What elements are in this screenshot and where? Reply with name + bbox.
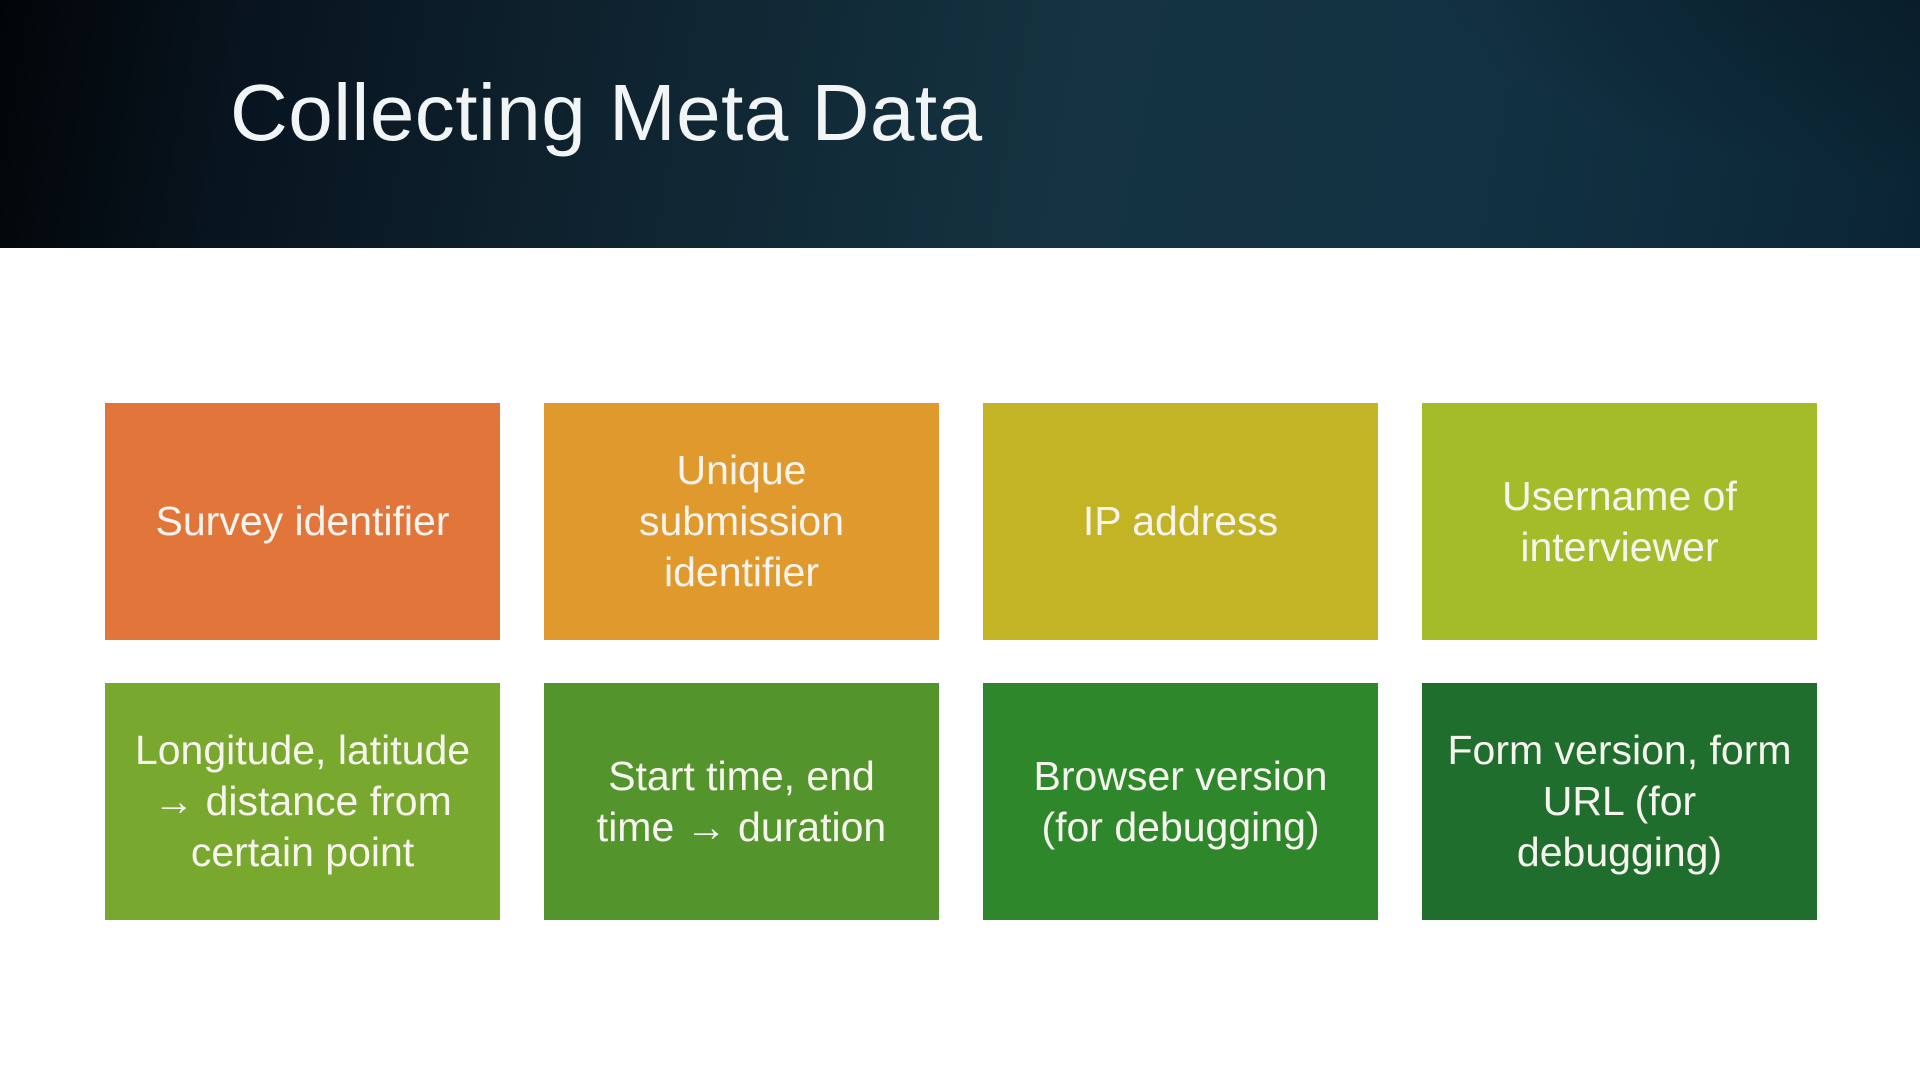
meta-box-5: Longitude, latitude → distance from cert… [105, 683, 500, 920]
meta-box-1: Survey identifier [105, 403, 500, 640]
meta-box-4: Username of interviewer [1422, 403, 1817, 640]
meta-box-3: IP address [983, 403, 1378, 640]
header-band: Collecting Meta Data [0, 0, 1920, 248]
meta-box-2: Unique submission identifier [544, 403, 939, 640]
meta-box-6: Start time, end time → duration [544, 683, 939, 920]
meta-box-8: Form version, form URL (for debugging) [1422, 683, 1817, 920]
slide-title: Collecting Meta Data [230, 68, 983, 157]
meta-box-7: Browser version (for debugging) [983, 683, 1378, 920]
